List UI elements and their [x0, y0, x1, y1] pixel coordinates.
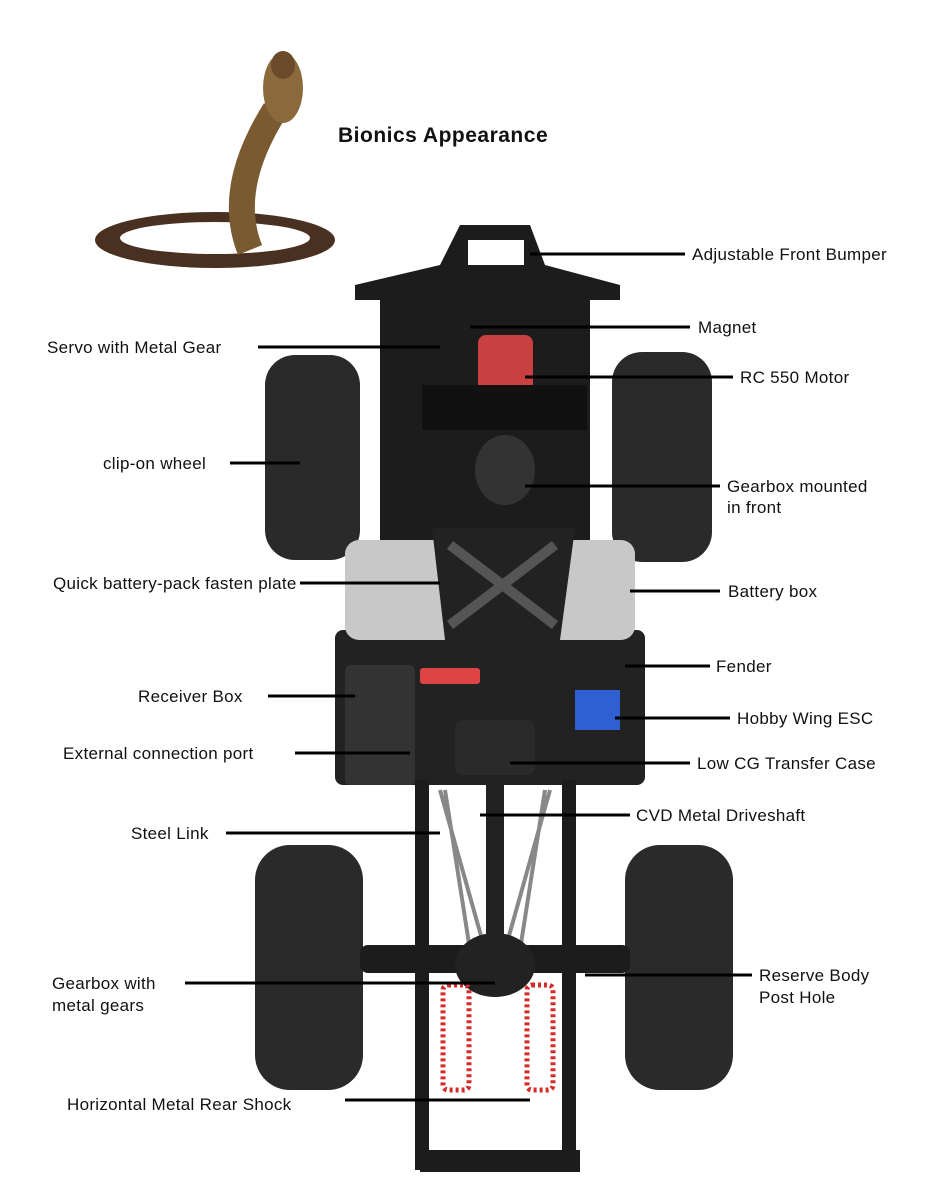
rear-gearbox	[455, 933, 535, 997]
label-esc: Hobby Wing ESC	[737, 709, 874, 728]
label-external-port: External connection port	[63, 744, 254, 763]
label-receiver-box: Receiver Box	[138, 687, 243, 706]
label-motor: RC 550 Motor	[740, 368, 850, 387]
steel-links	[438, 789, 552, 951]
label-battery-box: Battery box	[728, 582, 818, 601]
cobra-image	[95, 51, 335, 268]
label-fender: Fender	[716, 657, 772, 676]
left-frame-rail	[415, 780, 429, 1170]
label-driveshaft: CVD Metal Driveshaft	[636, 806, 806, 825]
leader-lines	[185, 252, 752, 1102]
label-wheel: clip-on wheel	[103, 454, 207, 473]
label-body-post-2: Post Hole	[759, 988, 836, 1007]
label-gearbox-rear-1: Gearbox with	[52, 974, 156, 993]
label-rear-shock: Horizontal Metal Rear Shock	[67, 1095, 292, 1114]
front-left-tire	[265, 355, 360, 560]
label-gearbox-front-1: Gearbox mounted	[727, 477, 868, 496]
driveshaft	[486, 780, 504, 940]
rear-right-tire	[625, 845, 733, 1090]
servo-bracket	[422, 385, 587, 430]
left-shock	[440, 982, 472, 1093]
rear-left-tire	[255, 845, 363, 1090]
label-steel-link: Steel Link	[131, 824, 209, 843]
esc	[575, 690, 620, 730]
transfer-case	[455, 720, 535, 775]
receiver-box	[345, 665, 415, 785]
label-gearbox-front-2: in front	[727, 498, 782, 517]
label-transfer-case: Low CG Transfer Case	[697, 754, 876, 773]
label-gearbox-rear-2: metal gears	[52, 996, 145, 1015]
right-shock	[524, 982, 556, 1093]
right-frame-rail	[562, 780, 576, 1170]
front-gearbox	[475, 435, 535, 505]
front-right-tire	[612, 352, 712, 562]
label-magnet: Magnet	[698, 318, 757, 337]
label-body-post-1: Reserve Body	[759, 966, 870, 985]
label-front-bumper: Adjustable Front Bumper	[692, 245, 887, 264]
label-servo: Servo with Metal Gear	[47, 338, 222, 357]
label-battery-plate: Quick battery-pack fasten plate	[53, 574, 297, 593]
diagram-title: Bionics Appearance	[338, 124, 549, 147]
